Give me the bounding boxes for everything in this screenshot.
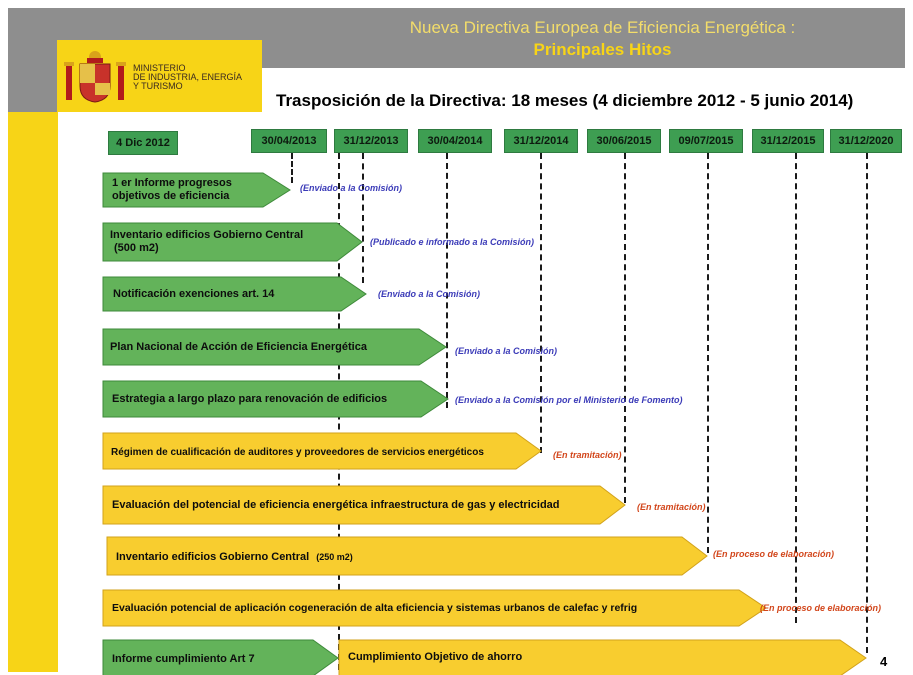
milestone-label-line: Inventario edificios Gobierno Central	[110, 229, 304, 241]
milestone-label: Estrategia a largo plazo para renovación…	[112, 393, 388, 405]
milestone-arrow	[102, 172, 291, 208]
date-box: 30/04/2013	[251, 129, 327, 153]
milestone-status: (En proceso de elaboración)	[760, 603, 882, 613]
date-guide-line	[540, 153, 542, 453]
date-box: 31/12/2015	[752, 129, 824, 153]
milestone-label: 1 er Informe progresos objetivos de efic…	[112, 177, 232, 203]
milestone-label: Inventario edificios Gobierno Central (2…	[116, 551, 353, 564]
milestone-label-line: Inventario edificios Gobierno Central	[116, 551, 310, 563]
milestone-arrow	[102, 485, 626, 525]
milestone-label-line: 1 er Informe progresos	[112, 177, 232, 189]
milestone-arrow	[338, 639, 867, 675]
milestone-arrow	[102, 328, 447, 366]
date-box: 4 Dic 2012	[108, 131, 178, 155]
milestone-status: (En tramitación)	[553, 450, 622, 460]
milestone-arrow	[102, 589, 767, 627]
milestone-arrow	[102, 432, 542, 470]
ministry-line-1: MINISTERIO	[133, 63, 186, 73]
date-box: 30/04/2014	[418, 129, 492, 153]
milestone-label-line: (500 m2)	[114, 242, 159, 254]
date-box: 31/12/2014	[504, 129, 578, 153]
milestone-arrow	[102, 222, 363, 262]
milestone-label: Régimen de cualificación de auditores y …	[111, 447, 484, 458]
date-guide-line	[291, 153, 293, 183]
milestone-status: (En proceso de elaboración)	[713, 549, 835, 559]
slide-title: Nueva Directiva Europea de Eficiencia En…	[409, 18, 796, 37]
date-box: 30/06/2015	[587, 129, 661, 153]
milestone-label-line: objetivos de eficiencia	[112, 190, 230, 202]
milestone-arrow	[102, 276, 367, 312]
milestone-arrow	[102, 639, 339, 675]
ministry-line-2: DE INDUSTRIA, ENERGÍA	[133, 72, 243, 82]
milestone-status: (Enviado a la Comisión)	[300, 183, 403, 193]
date-guide-line	[795, 153, 797, 623]
ministry-line-3: Y TURISMO	[133, 81, 183, 91]
milestone-label: Informe cumplimiento Art 7	[112, 653, 255, 665]
milestone-status: (Enviado a la Comisión por el Ministerio…	[455, 395, 683, 405]
slide-title-highlight: Principales Hitos	[533, 40, 672, 59]
page-number: 4	[880, 654, 888, 669]
date-guide-line	[362, 153, 364, 283]
milestone-status: (Publicado e informado a la Comisión)	[370, 237, 535, 247]
milestone-arrow	[106, 536, 708, 576]
milestone-label: Evaluación potencial de aplicación cogen…	[112, 602, 638, 614]
milestone-label: Inventario edificios Gobierno Central (5…	[110, 229, 303, 255]
milestone-label-line: (250 m2)	[316, 552, 353, 562]
milestone-label: Notificación exenciones art. 14	[113, 288, 275, 300]
date-guide-line	[446, 153, 448, 408]
milestone-status: (En tramitación)	[637, 502, 706, 512]
date-box: 31/12/2013	[334, 129, 408, 153]
date-box: 09/07/2015	[669, 129, 743, 153]
coat-of-arms-icon	[64, 51, 126, 103]
milestone-label: Cumplimiento Objetivo de ahorro	[348, 651, 523, 663]
date-guide-line	[866, 153, 868, 653]
date-guide-line	[707, 153, 709, 553]
ministry-name: MINISTERIO DE INDUSTRIA, ENERGÍA Y TURIS…	[133, 64, 242, 91]
left-yellow-band	[8, 112, 58, 672]
milestone-label: Evaluación del potencial de eficiencia e…	[112, 499, 560, 511]
date-box: 31/12/2020	[830, 129, 902, 153]
milestone-status: (Enviado a la Comisión)	[455, 346, 558, 356]
left-gray-band	[8, 8, 37, 112]
milestone-label: Plan Nacional de Acción de Eficiencia En…	[110, 341, 367, 353]
milestone-status: (Enviado a la Comisión)	[378, 289, 481, 299]
slide-subtitle: Trasposición de la Directiva: 18 meses (…	[276, 91, 854, 110]
date-guide-line	[624, 153, 626, 503]
milestone-arrow	[102, 380, 449, 418]
